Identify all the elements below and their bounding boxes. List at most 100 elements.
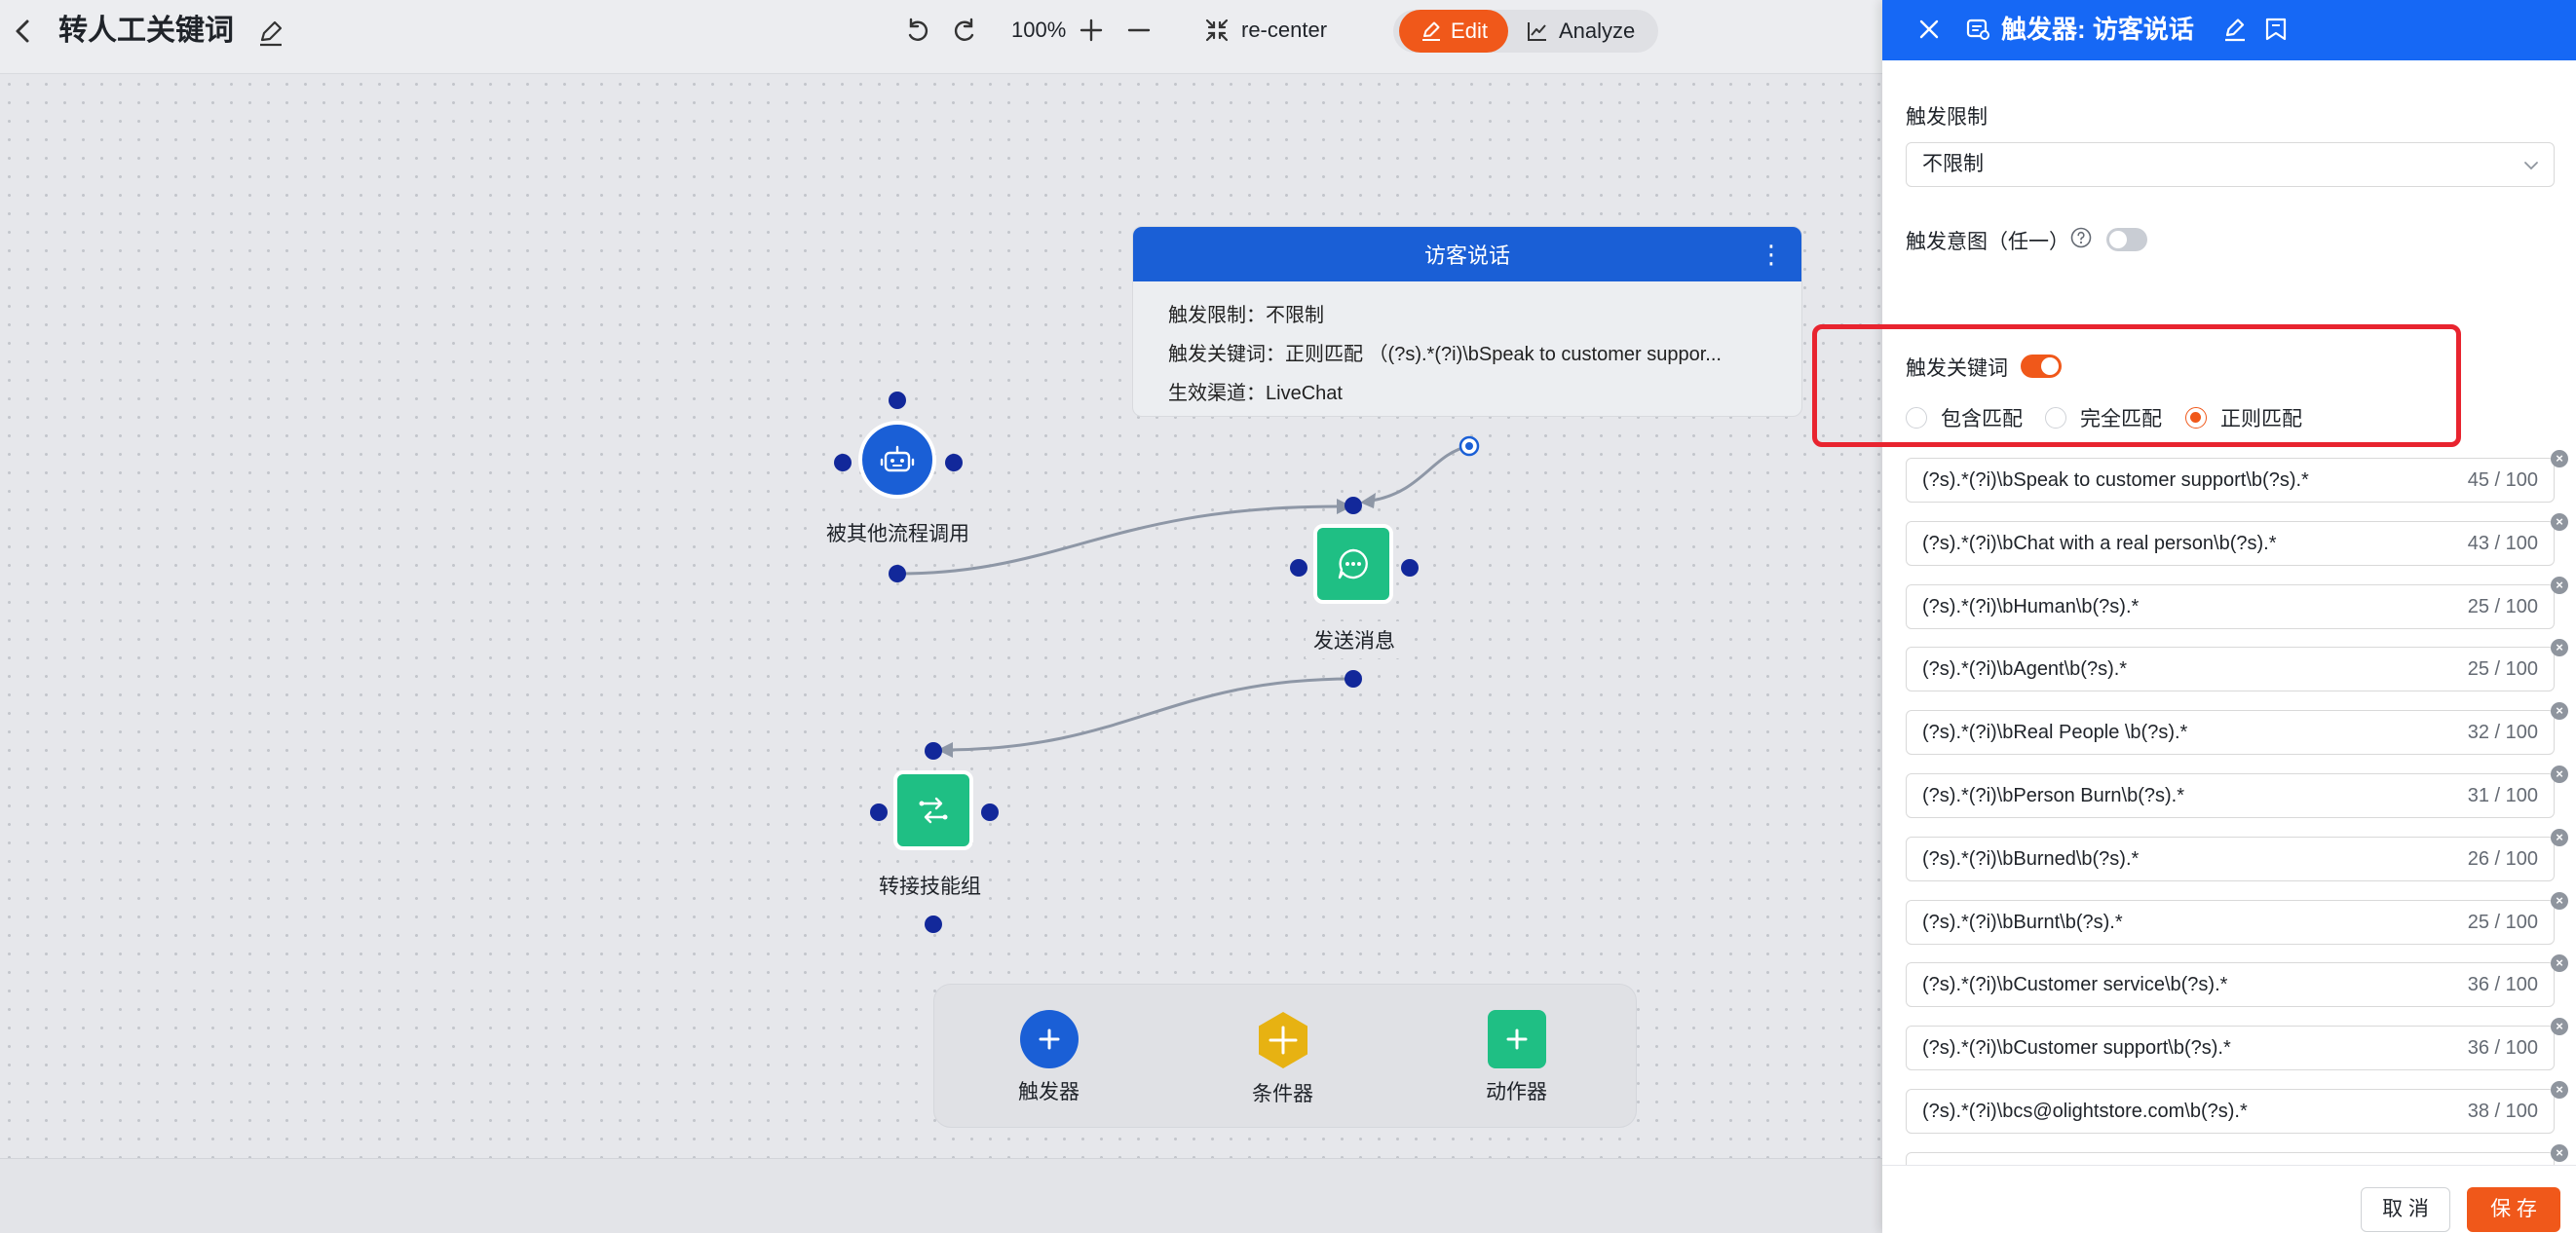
panel-title: 触发器: 访客说话 (2001, 15, 2194, 44)
edit-mode-button[interactable]: Edit (1399, 10, 1508, 53)
clear-icon[interactable]: × (2551, 1143, 2568, 1162)
clear-icon[interactable]: × (2551, 639, 2568, 657)
palette-condition[interactable]: 条件器 (1252, 1010, 1313, 1107)
zoom-in-icon (1080, 19, 1103, 42)
transfer-icon (919, 797, 948, 824)
keyword-input[interactable]: (?s).*(?i)\bHuman\b(?s).*25 / 100 (1906, 583, 2555, 629)
chat-icon (1338, 548, 1368, 579)
flow-title: 转人工关键词 (58, 15, 234, 47)
keyword-input[interactable]: (?s).*(?i)\bSpeak to customer support\b(… (1906, 458, 2555, 503)
edit-title-button[interactable] (255, 18, 286, 49)
node-port-right[interactable] (1401, 559, 1419, 577)
palette-action-label: 动作器 (1486, 1081, 1547, 1103)
close-panel-button[interactable] (1913, 14, 1945, 45)
keyword-input[interactable]: (?s).*(?i)\bAgent\b(?s).*25 / 100 (1906, 647, 2555, 692)
keyword-input[interactable]: (?s).*(?i)\bPerson Burn\b(?s).*31 / 100 (1906, 773, 2555, 818)
node-port-bottom[interactable] (925, 915, 942, 933)
clear-icon[interactable]: × (2551, 766, 2568, 783)
keyword-input[interactable]: (?s).*(?i)\bcs@olightstore.com\b(?s).*38… (1906, 1089, 2555, 1134)
node-port-bottom[interactable] (1345, 670, 1362, 688)
clear-icon[interactable]: × (2551, 1081, 2568, 1099)
keyword-value: (?s).*(?i)\bCustomer service\b(?s).* (1922, 974, 2228, 996)
node-port-top[interactable] (925, 742, 942, 760)
trigger-node-card[interactable]: 访客说话 ⋮ 触发限制：不限制 触发关键词：正则匹配 （(?s).*(?i)\b… (1132, 226, 1802, 417)
intent-label: 触发意图（任一） (1906, 231, 2069, 253)
connector-arrowhead (1360, 493, 1376, 508)
palette-action[interactable]: 动作器 (1486, 1010, 1547, 1105)
keyword-value: (?s).*(?i)\bChat with a real person\b(?s… (1922, 532, 2277, 554)
node-port-left[interactable] (834, 454, 852, 471)
clear-icon[interactable]: × (2551, 450, 2568, 467)
match-option-regex[interactable]: 正则匹配 (2185, 403, 2302, 432)
cancel-button[interactable]: 取 消 (2361, 1187, 2450, 1232)
palette-condition-shape (1258, 1012, 1307, 1068)
zoom-out-button[interactable] (1122, 14, 1155, 47)
zoom-level: 100% (1011, 18, 1067, 42)
keyword-row: (?s).*(?i)\bBurned\b(?s).*26 / 100× (1906, 828, 2568, 889)
edit-mode-label: Edit (1451, 19, 1488, 43)
keyword-toggle[interactable] (2021, 355, 2062, 378)
clear-icon[interactable]: × (2551, 828, 2568, 846)
edit-trigger-name-button[interactable] (2221, 16, 2249, 43)
node-transfer-group[interactable] (893, 770, 973, 850)
keyword-value: (?s).*(?i)\bBurnt\b(?s).* (1922, 911, 2123, 933)
flow-canvas[interactable] (0, 75, 1882, 1158)
clear-icon[interactable]: × (2551, 891, 2568, 910)
palette-trigger[interactable]: 触发器 (1018, 1010, 1080, 1105)
plus-icon (1039, 1028, 1059, 1050)
redo-button[interactable] (948, 14, 981, 47)
node-port-right[interactable] (945, 454, 963, 471)
keyword-input[interactable]: (?s).*(?i)\bChat with a real person\b(?s… (1906, 520, 2555, 566)
node-port-top[interactable] (889, 392, 906, 409)
match-option-label: 包含匹配 (1941, 408, 2023, 430)
back-button[interactable] (8, 14, 39, 49)
intent-toggle[interactable] (2106, 228, 2147, 251)
keyword-input[interactable]: (?s).*(?i)\bCustomer support\b(?s).*36 /… (1906, 1026, 2555, 1071)
keyword-row: (?s).*(?i)\bSpeak to customer support\b(… (1906, 450, 2568, 510)
undo-button[interactable] (901, 14, 934, 47)
keyword-input[interactable] (1906, 1151, 2555, 1165)
plus-icon (1506, 1028, 1527, 1050)
keyword-value: (?s).*(?i)\bCustomer support\b(?s).* (1922, 1037, 2231, 1060)
top-toolbar: 转人工关键词 100% re-center Edit Analyze (0, 0, 1882, 74)
save-button[interactable]: 保 存 (2467, 1187, 2560, 1232)
save-template-button[interactable] (2262, 16, 2290, 43)
match-option-exact[interactable]: 完全匹配 (2045, 403, 2162, 432)
card-limit-line: 触发限制：不限制 (1168, 305, 1324, 326)
match-option-contains[interactable]: 包含匹配 (1906, 403, 2023, 432)
help-icon[interactable] (2069, 226, 2093, 249)
node-port-bottom[interactable] (889, 565, 906, 582)
clear-icon[interactable]: × (2551, 702, 2568, 721)
node-port-left[interactable] (870, 803, 888, 821)
more-menu-button[interactable]: ⋮ (1759, 240, 1784, 269)
connector-called-to-send (897, 504, 1340, 576)
node-called-by-other[interactable] (858, 421, 936, 499)
keyword-input[interactable]: (?s).*(?i)\bCustomer service\b(?s).* 36 /… (1906, 962, 2555, 1008)
clear-icon[interactable]: × (2551, 1018, 2568, 1036)
node-port-left[interactable] (1290, 559, 1307, 577)
analyze-mode-label: Analyze (1559, 19, 1636, 43)
node-palette: 触发器 条件器 动作器 (933, 984, 1637, 1128)
clear-icon[interactable]: × (2551, 576, 2568, 594)
node-port-right[interactable] (981, 803, 999, 821)
clear-icon[interactable]: × (2551, 954, 2568, 973)
keyword-input[interactable]: (?s).*(?i)\bBurned\b(?s).*26 / 100 (1906, 836, 2555, 881)
recenter-button[interactable]: re-center (1204, 14, 1327, 47)
clear-icon[interactable]: × (2551, 512, 2568, 531)
robot-icon (880, 445, 915, 472)
analyze-mode-button[interactable]: Analyze (1526, 10, 1635, 53)
keyword-char-count: 25 / 100 (2467, 658, 2538, 681)
limit-select[interactable]: 不限制 (1906, 142, 2555, 187)
keyword-char-count: 36 / 100 (2467, 974, 2538, 996)
node-send-message[interactable] (1313, 524, 1393, 604)
keyword-input[interactable]: (?s).*(?i)\bReal People \b(?s).*32 / 100 (1906, 710, 2555, 756)
keyword-input[interactable]: (?s).*(?i)\bBurnt\b(?s).*25 / 100 (1906, 899, 2555, 945)
connector-lines (897, 435, 1480, 758)
match-option-label: 正则匹配 (2220, 408, 2302, 430)
zoom-in-button[interactable] (1075, 14, 1108, 47)
keyword-row: (?s).*(?i)\bHuman\b(?s).*25 / 100× (1906, 576, 2568, 637)
keyword-row: (?s).*(?i)\bAgent\b(?s).*25 / 100× (1906, 639, 2568, 699)
keyword-row: (?s).*(?i)\bCustomer support\b(?s).*36 /… (1906, 1018, 2568, 1078)
trigger-card-header: 访客说话 ⋮ (1133, 227, 1801, 281)
node-port-top[interactable] (1345, 497, 1362, 514)
